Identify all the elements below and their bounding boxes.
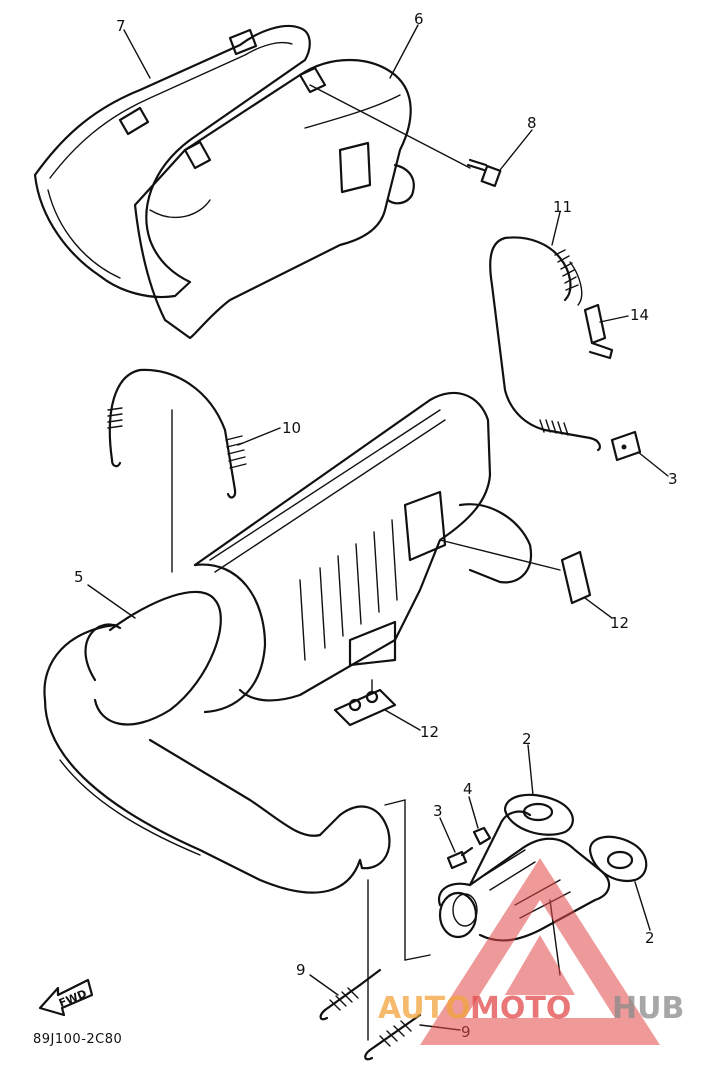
part-6-heat-shield [133, 59, 415, 340]
callout-7: 7 [116, 17, 126, 35]
callout-leaders [87, 24, 669, 1031]
part-4-nut [472, 826, 492, 846]
part-5-muffler [43, 391, 533, 894]
callout-10: 10 [282, 419, 301, 437]
fwd-label: FWD [57, 987, 89, 1010]
watermark-moto: MOTO [470, 991, 571, 1026]
part-3-bolt-lower [446, 846, 474, 870]
part-12-damper-lower [333, 679, 397, 727]
callout-2-upper: 2 [522, 730, 532, 748]
fwd-arrow-icon: FWD [38, 978, 94, 1017]
callout-6: 6 [414, 10, 424, 28]
callout-14: 14 [630, 306, 649, 324]
part-7-heat-cover [33, 24, 311, 299]
part-10-spring-hook [107, 368, 247, 499]
callout-9-left: 9 [296, 961, 306, 979]
part-9-spring-left [319, 968, 382, 1021]
part-12-damper-right [560, 550, 592, 605]
callout-2-lower: 2 [645, 929, 655, 947]
callout-12-lower: 12 [420, 723, 439, 741]
callout-4: 4 [463, 780, 473, 798]
watermark-triangle-icon [420, 858, 660, 1045]
part-11-spring-cable [489, 236, 601, 452]
watermark-auto: AUTO [378, 991, 471, 1026]
callout-3-upper: 3 [668, 470, 678, 488]
callout-5: 5 [74, 568, 84, 586]
callout-8: 8 [527, 114, 537, 132]
watermark-text: AUTO MOTO HUB [378, 991, 684, 1026]
watermark-hub: HUB [612, 991, 684, 1026]
watermark-logo [420, 858, 660, 1045]
part-2-gasket-upper [503, 793, 574, 836]
callout-11: 11 [553, 198, 572, 216]
part-2-gasket-lower [588, 835, 648, 883]
part-3-clip-upper [610, 430, 642, 462]
callout-3-lower: 3 [433, 802, 443, 820]
part-9-spring-right [364, 1013, 422, 1061]
part-8-bolt [466, 158, 502, 188]
part-14-bracket [583, 303, 614, 360]
callout-12-right: 12 [610, 614, 629, 632]
drawing-code: 89J100-2C80 [33, 1032, 122, 1047]
